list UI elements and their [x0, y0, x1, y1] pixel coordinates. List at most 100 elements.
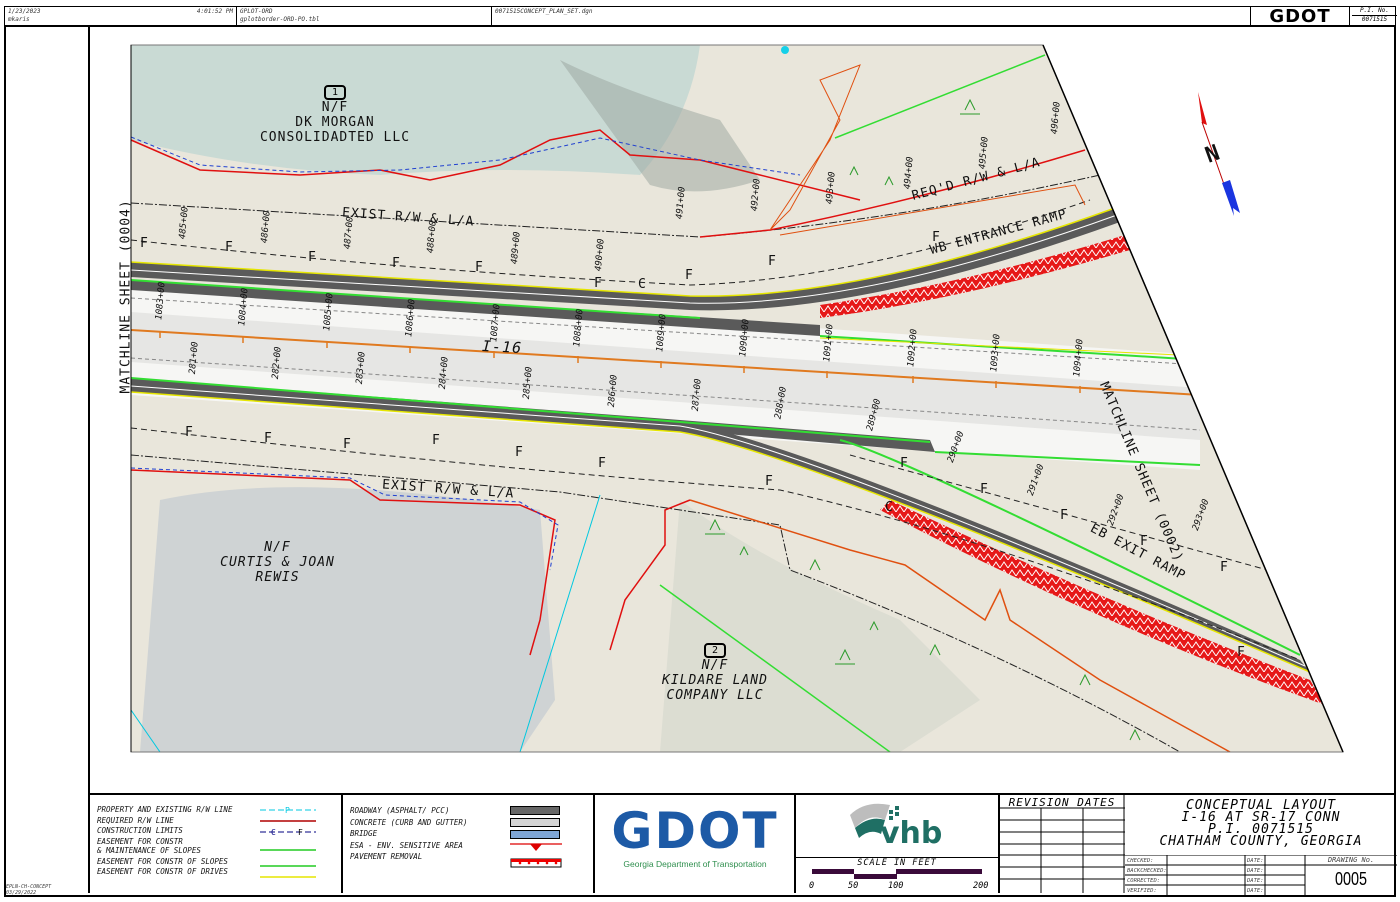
- construction-limit-marker: F: [980, 482, 989, 497]
- legend-divider: [341, 795, 343, 893]
- construction-limit-marker: F: [1237, 645, 1246, 660]
- gdot-logo: GDOT Georgia Department of Transportatio…: [595, 805, 795, 869]
- logo-divider: [593, 795, 595, 893]
- legend-line-swatches: P C F: [260, 806, 316, 878]
- highway-label-i16[interactable]: I-16: [481, 336, 523, 358]
- title-block-divider: [88, 793, 1396, 795]
- project-name: I-16 AT SR-17 CONN: [1181, 810, 1341, 825]
- construction-limit-marker: F: [308, 250, 317, 265]
- legend-label: PROPERTY AND EXISTING R/W LINE: [97, 805, 233, 814]
- construction-limit-marker: F: [1220, 560, 1229, 575]
- left-margin-divider: [88, 27, 90, 893]
- plot-date-cell: 1/23/2023 4:01:52 PM mkaris: [5, 7, 237, 26]
- parcel-2[interactable]: 2 N/F KILDARE LAND COMPANY LLC: [645, 638, 785, 703]
- construction-limit-marker: F: [594, 276, 603, 291]
- parcel-nf: N/F: [321, 100, 349, 115]
- legend-label: EASEMENT FOR CONSTR OF SLOPES: [97, 856, 228, 866]
- parcel-id-badge: 1: [323, 85, 347, 100]
- construction-limit-marker: F: [264, 431, 273, 446]
- legend-label: & MAINTENANCE OF SLOPES: [97, 845, 201, 855]
- signoff-date-labels: DATE: DATE: DATE: DATE:: [1247, 856, 1264, 896]
- vhb-logo-text: vhb: [880, 816, 943, 851]
- drawing-number-label: DRAWING No.: [1327, 856, 1375, 864]
- roadway-swatch: [510, 806, 560, 815]
- corrected-label: CORRECTED:: [1127, 878, 1161, 884]
- scale-tick-0: 0: [809, 881, 815, 891]
- vhb-divider: [794, 795, 796, 893]
- scale-tick-100: 100: [888, 881, 904, 891]
- date-label: DATE:: [1247, 858, 1264, 864]
- construction-limit-marker: F: [185, 425, 194, 440]
- drawing-number: 0005: [1334, 869, 1368, 889]
- legend-label: CONSTRUCTION LIMITS: [97, 826, 183, 835]
- parcel-nf: N/F: [264, 540, 291, 555]
- revision-title: REVISION DATES: [1008, 796, 1116, 809]
- parcel-owner-2: COMPANY LLC: [666, 688, 764, 703]
- pi-label: P.I. No.: [1352, 7, 1397, 16]
- scale-title: SCALE IN FEET: [857, 858, 937, 868]
- parcel-owner: CURTIS & JOAN: [220, 555, 335, 570]
- dgn-file-cell: 0071515CONCEPT_PLAN_SET.dgn: [492, 7, 1250, 26]
- legend-label: CONCRETE (CURB AND GUTTER): [350, 817, 468, 827]
- gdot-header-logo: GDOT: [1250, 7, 1350, 26]
- project-pi: P.I. 0071515: [1208, 822, 1314, 837]
- corner-note-line2: 03/29/2022: [6, 890, 37, 896]
- parcel-owner-2: CONSOLIDADTED LLC: [259, 130, 411, 145]
- plot-driver-cell: GPLOT-ORD gplotborder-ORD-PO.tbl: [237, 7, 492, 26]
- sheet-title: CONCEPTUAL LAYOUT: [1185, 798, 1337, 813]
- legend-label: PAVEMENT REMOVAL: [350, 852, 423, 861]
- sheet-border: [4, 27, 1396, 897]
- construction-limit-marker: F: [685, 268, 694, 283]
- signoff-grid: [1125, 855, 1397, 895]
- legend-label: BRIDGE: [350, 829, 378, 838]
- construction-limit-marker: F: [392, 256, 401, 271]
- title-block: CONCEPTUAL LAYOUT I-16 AT SR-17 CONN P.I…: [1126, 798, 1396, 848]
- gdot-logo-text: GDOT: [611, 802, 779, 860]
- parcel-nf: N/F: [701, 658, 729, 673]
- parcel-1[interactable]: 1 N/F DK MORGAN CONSOLIDADTED LLC: [250, 80, 420, 145]
- construction-limit-marker: F: [432, 433, 441, 448]
- parcel-rewis[interactable]: N/F CURTIS & JOAN REWIS: [205, 540, 350, 585]
- backchecked-label: BACKCHECKED:: [1127, 868, 1167, 874]
- corner-note: EPLN-CH-CONCEPT 03/29/2022: [6, 884, 51, 896]
- parcel-owner: KILDARE LAND: [662, 673, 768, 688]
- scale-tick-50: 50: [848, 881, 859, 891]
- construction-limit-marker: F: [515, 445, 524, 460]
- plot-header: 1/23/2023 4:01:52 PM mkaris GPLOT-ORD gp…: [4, 6, 1397, 27]
- concrete-swatch: [510, 818, 560, 827]
- parcel-owner: DK MORGAN: [295, 115, 375, 130]
- checked-label: CHECKED:: [1127, 858, 1154, 864]
- legend-fill-types: ROADWAY (ASPHALT/ PCC) CONCRETE (CURB AN…: [350, 805, 467, 863]
- plot-date: 1/23/2023: [8, 8, 41, 15]
- legend-label: ROADWAY (ASPHALT/ PCC): [350, 806, 450, 815]
- construction-limit-marker-c: C: [638, 277, 647, 292]
- legend-label: REQUIRED R/W LINE: [97, 815, 174, 825]
- date-label: DATE:: [1247, 868, 1264, 874]
- revision-grid: [999, 795, 1125, 893]
- construction-limit-marker: F: [140, 236, 149, 251]
- signoff-labels: CHECKED: BACKCHECKED: CORRECTED: VERIFIE…: [1127, 856, 1167, 896]
- date-label: DATE:: [1247, 888, 1264, 894]
- date-label: DATE:: [1247, 878, 1264, 884]
- construction-limit-marker: F: [1140, 534, 1149, 549]
- parcel-id-badge: 2: [703, 643, 727, 658]
- plot-driver: GPLOT-ORD: [240, 8, 273, 15]
- construction-limit-marker: F: [900, 456, 909, 471]
- construction-limit-marker: F: [1060, 508, 1069, 523]
- scale-bar: [812, 869, 982, 879]
- pen-table: gplotborder-ORD-PO.tbl: [240, 16, 320, 23]
- legend-label: EASEMENT FOR CONSTR: [97, 836, 183, 846]
- construction-limit-marker: F: [765, 474, 774, 489]
- legend-line-types: PROPERTY AND EXISTING R/W LINE REQUIRED …: [97, 805, 232, 878]
- legend-label: EASEMENT FOR CONSTR OF DRIVES: [97, 867, 228, 876]
- scale-tick-200: 200: [973, 881, 989, 891]
- construction-limit-marker: F: [932, 230, 941, 245]
- plot-user: mkaris: [8, 16, 30, 23]
- plot-time: 4:01:52 PM: [196, 8, 233, 15]
- bridge-swatch: [510, 830, 560, 839]
- gdot-logo-subtitle: Georgia Department of Transportation: [623, 859, 767, 869]
- construction-limit-marker-c: C: [885, 500, 894, 515]
- scale-divider: [796, 857, 998, 858]
- svg-text:F: F: [298, 828, 303, 837]
